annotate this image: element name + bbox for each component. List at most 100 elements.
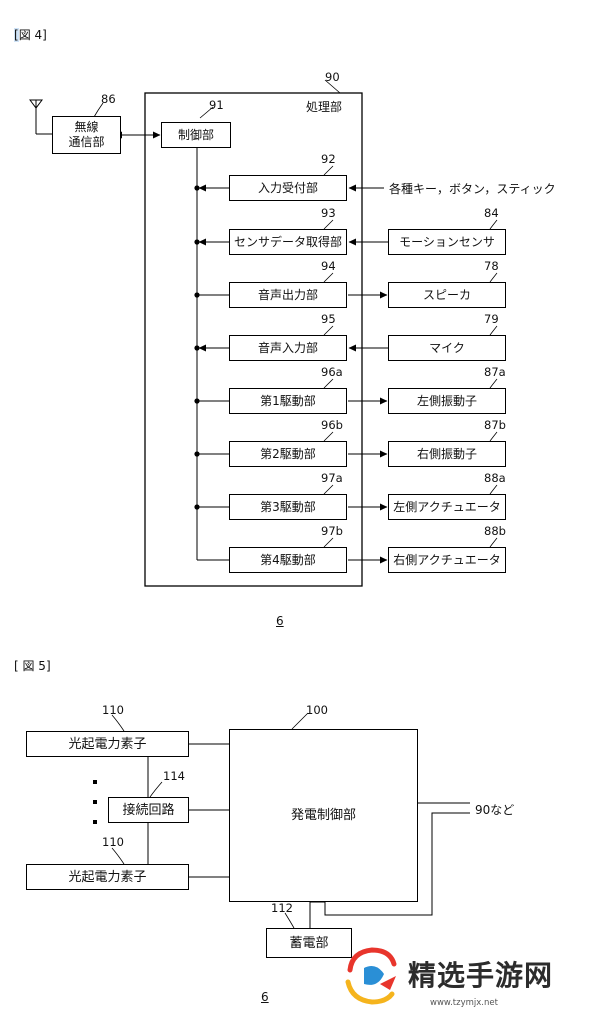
external-device-label: 左側振動子 xyxy=(416,393,477,408)
ref-90: 90 xyxy=(325,70,340,84)
external-device-block: 右側振動子 xyxy=(388,441,506,467)
function-block-label: 音声入力部 xyxy=(257,340,318,355)
function-block: 音声出力部 xyxy=(229,282,347,308)
function-block: 第2駆動部 xyxy=(229,441,347,467)
pv-top-block: 光起電力素子 xyxy=(26,731,189,757)
external-ref-number: 78 xyxy=(484,259,499,273)
control-block: 制御部 xyxy=(161,122,231,148)
block-ref-leader xyxy=(323,378,334,389)
watermark-url: www.tzymjx.net xyxy=(430,998,498,1008)
external-device-block: 左側振動子 xyxy=(388,388,506,414)
storage-label: 蓄電部 xyxy=(289,935,329,951)
function-block-label: 第4駆動部 xyxy=(260,552,316,567)
block-ref-number: 93 xyxy=(321,206,336,220)
function-block-label: 入力受付部 xyxy=(257,180,318,195)
fig4-title-bracket: [ xyxy=(14,28,19,42)
fig4-title-text: 図 4] xyxy=(18,28,47,42)
function-block: 第4駆動部 xyxy=(229,547,347,573)
block-ref-leader xyxy=(323,325,334,336)
function-block: 第1駆動部 xyxy=(229,388,347,414)
ref-86: 86 xyxy=(101,92,116,106)
external-device-block: モーションセンサ xyxy=(388,229,506,255)
external-device-label: マイク xyxy=(429,340,465,355)
block-ref-leader xyxy=(323,165,334,176)
block-ref-leader xyxy=(323,272,334,283)
external-ref-leader xyxy=(489,537,498,548)
external-ref-number: 87b xyxy=(484,418,506,432)
block-ref-leader xyxy=(323,537,334,548)
pv-bottom-block: 光起電力素子 xyxy=(26,864,189,890)
block-ref-number: 97a xyxy=(321,471,343,485)
processor-label: 処理部 xyxy=(306,100,343,114)
external-ref-number: 88b xyxy=(484,524,506,538)
external-device-label: モーションセンサ xyxy=(399,234,495,249)
block-ref-number: 96a xyxy=(321,365,343,379)
external-ref-leader xyxy=(489,484,498,495)
bus-junction-dot xyxy=(194,185,200,191)
function-block-label: 第3駆動部 xyxy=(260,499,316,514)
fig5-page-ref: 6 xyxy=(261,990,269,1004)
external-device-label: スピーカ xyxy=(422,287,471,302)
gen-control-label: 発電制御部 xyxy=(290,808,356,823)
ref-114: 114 xyxy=(163,769,185,783)
external-device-label: 左側アクチュエータ xyxy=(393,499,501,514)
external-ref-leader xyxy=(489,272,498,283)
block-ref-number: 96b xyxy=(321,418,343,432)
function-block-label: センサデータ取得部 xyxy=(233,234,342,249)
ref-112: 112 xyxy=(271,901,293,915)
gen-control-block: 発電制御部 xyxy=(229,729,418,902)
fig5-title: [ 図 5] xyxy=(14,659,51,673)
ref-91: 91 xyxy=(209,98,224,112)
pv-bottom-label: 光起電力素子 xyxy=(68,869,147,885)
pv-top-label: 光起電力素子 xyxy=(68,736,147,752)
function-block: センサデータ取得部 xyxy=(229,229,347,255)
external-ref-number: 87a xyxy=(484,365,506,379)
fig4-title: [図 4] xyxy=(14,26,47,43)
connection-label: 接続回路 xyxy=(122,802,175,818)
ellipsis-dots xyxy=(93,780,97,824)
function-block: 音声入力部 xyxy=(229,335,347,361)
storage-block: 蓄電部 xyxy=(266,928,352,958)
ref-100: 100 xyxy=(306,703,328,717)
ref-110-top: 110 xyxy=(102,703,124,717)
external-device-block: スピーカ xyxy=(388,282,506,308)
block-ref-number: 94 xyxy=(321,259,336,273)
processor-frame xyxy=(144,92,363,587)
external-device-block: 右側アクチュエータ xyxy=(388,547,506,573)
block-ref-leader xyxy=(323,484,334,495)
block-ref-number: 97b xyxy=(321,524,343,538)
bus-junction-dot xyxy=(194,345,200,351)
connection-block: 接続回路 xyxy=(108,797,189,823)
external-ref-leader xyxy=(489,325,498,336)
bus-junction-dot xyxy=(194,239,200,245)
wireless-block: 無線 通信部 xyxy=(52,116,121,154)
external-ref-number: 88a xyxy=(484,471,506,485)
control-label: 制御部 xyxy=(177,127,214,142)
external-ref-number: 79 xyxy=(484,312,499,326)
wireless-label: 無線 通信部 xyxy=(68,120,105,149)
external-ref-number: 84 xyxy=(484,206,499,220)
watermark-text: 精选手游网 xyxy=(408,959,554,992)
external-ref-leader xyxy=(489,219,498,230)
external-device-label: 右側アクチュエータ xyxy=(393,552,501,567)
antenna-icon xyxy=(29,99,52,135)
external-device-block: 左側アクチュエータ xyxy=(388,494,506,520)
block-ref-number: 95 xyxy=(321,312,336,326)
function-block-label: 音声出力部 xyxy=(257,287,318,302)
block-ref-number: 92 xyxy=(321,152,336,166)
external-device-label: 右側振動子 xyxy=(416,446,477,461)
block-ref-leader xyxy=(323,431,334,442)
external-device-block: マイク xyxy=(388,335,506,361)
function-block: 入力受付部 xyxy=(229,175,347,201)
external-ref-leader xyxy=(489,378,498,389)
function-block-label: 第1駆動部 xyxy=(260,393,316,408)
output-label: 90など xyxy=(475,803,515,817)
function-block-label: 第2駆動部 xyxy=(260,446,316,461)
external-input-label: 各種キー，ボタン，スティック xyxy=(389,182,556,196)
ref-110-bottom: 110 xyxy=(102,835,124,849)
external-ref-leader xyxy=(489,431,498,442)
function-block: 第3駆動部 xyxy=(229,494,347,520)
block-ref-leader xyxy=(323,219,334,230)
fig4-page-ref: 6 xyxy=(276,614,284,628)
